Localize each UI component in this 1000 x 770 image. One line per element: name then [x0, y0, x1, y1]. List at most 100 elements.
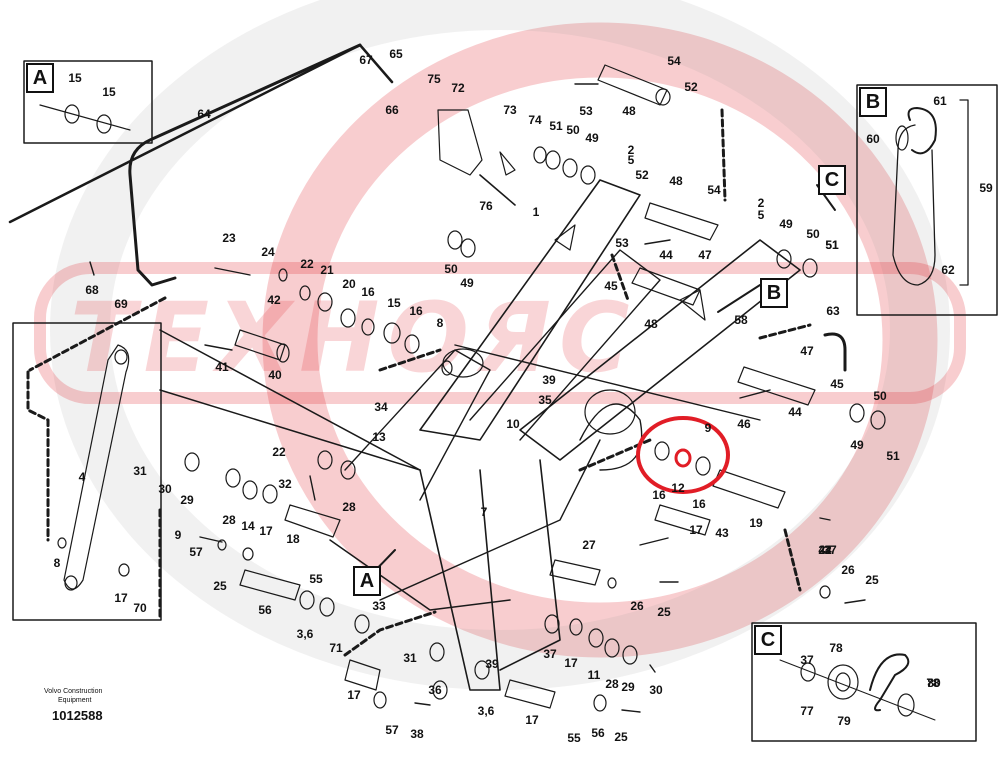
- part-label: 24: [818, 543, 832, 557]
- part-label: 1: [532, 205, 540, 219]
- part-label: 5: [757, 208, 765, 222]
- part-label: 53: [579, 104, 593, 118]
- rod-64: [128, 43, 362, 287]
- part-label: 37: [823, 543, 837, 557]
- part-label: 21: [320, 263, 334, 277]
- part-label: 4: [78, 470, 86, 484]
- part-label: 45: [830, 377, 844, 391]
- part-label: 78: [926, 676, 940, 690]
- pin-19: [712, 469, 786, 509]
- part-label: 8: [53, 556, 61, 570]
- boom-arm-rear: [519, 239, 801, 461]
- part-label: 49: [850, 438, 864, 452]
- part-label: 26: [630, 599, 644, 613]
- highlight-ring: [636, 416, 730, 494]
- pin-27: [549, 559, 601, 586]
- pin-43: [654, 504, 711, 536]
- part-label: 55: [309, 572, 323, 586]
- part-label: 51: [825, 238, 839, 252]
- part-label: 74: [528, 113, 542, 127]
- part-label: 60: [866, 132, 880, 146]
- part-label: 15: [102, 85, 116, 99]
- part-label: 52: [635, 168, 649, 182]
- part-label: 41: [215, 360, 229, 374]
- part-label: 3,6: [296, 627, 314, 641]
- part-label: 25: [614, 730, 628, 744]
- part-label: 49: [585, 131, 599, 145]
- publisher-line-2: Equipment: [58, 697, 92, 704]
- part-label: 70: [133, 601, 147, 615]
- part-label: 51: [886, 449, 900, 463]
- part-label: 31: [403, 651, 417, 665]
- part-label: 34: [374, 400, 388, 414]
- part-label: 23: [222, 231, 236, 245]
- part-label: 7: [480, 505, 488, 519]
- detail-a-frame: [23, 60, 153, 144]
- part-label: 79: [837, 714, 851, 728]
- part-label: 22: [272, 445, 286, 459]
- part-label: 9: [704, 421, 712, 435]
- part-label: 69: [114, 297, 128, 311]
- part-label: 25: [865, 573, 879, 587]
- part-label: 76: [479, 199, 493, 213]
- part-label: 28: [342, 500, 356, 514]
- part-label: 57: [189, 545, 203, 559]
- part-label: 9: [174, 528, 182, 542]
- part-label: 49: [779, 217, 793, 231]
- part-label: 51: [825, 238, 839, 252]
- part-label: 56: [258, 603, 272, 617]
- part-label: 72: [451, 81, 465, 95]
- part-label: 17: [564, 656, 578, 670]
- part-label: 17: [259, 524, 273, 538]
- part-label: 24: [261, 245, 275, 259]
- part-label: 54: [707, 183, 721, 197]
- part-label: 50: [444, 262, 458, 276]
- part-label: 16: [652, 488, 666, 502]
- boom-arm-front: [419, 179, 641, 441]
- left-detail-frame: [12, 322, 162, 621]
- part-label: 48: [644, 317, 658, 331]
- part-label: 16: [692, 497, 706, 511]
- part-label: 43: [715, 526, 729, 540]
- pin-44-right: [737, 366, 816, 406]
- part-label: 75: [427, 72, 441, 86]
- washers: [57, 146, 886, 712]
- part-label: 44: [659, 248, 673, 262]
- part-label: 73: [503, 103, 517, 117]
- boom-leg-left: [419, 469, 501, 691]
- part-label: 66: [385, 103, 399, 117]
- part-label: 20: [342, 277, 356, 291]
- part-label: 61: [933, 94, 947, 108]
- part-label: 65: [389, 47, 403, 61]
- part-label: 39: [542, 373, 556, 387]
- part-label: 64: [197, 107, 211, 121]
- part-label: 22: [300, 257, 314, 271]
- part-label: 77: [800, 704, 814, 718]
- detail-c-letter: C: [754, 625, 782, 655]
- part-label: 45: [604, 279, 618, 293]
- part-label: 15: [387, 296, 401, 310]
- part-label: 78: [829, 641, 843, 655]
- detail-b-letter: B: [859, 87, 887, 117]
- part-label: 38: [410, 727, 424, 741]
- part-label: 49: [460, 276, 474, 290]
- part-label: 52: [684, 80, 698, 94]
- pin-48-mid: [644, 202, 719, 241]
- part-label: 30: [158, 482, 172, 496]
- part-label: 59: [979, 181, 993, 195]
- part-label: 2: [627, 143, 635, 157]
- part-label: 56: [591, 726, 605, 740]
- part-label: 50: [873, 389, 887, 403]
- part-label: 58: [734, 313, 748, 327]
- publisher-line-1: Volvo Construction: [44, 688, 103, 695]
- part-label: 47: [698, 248, 712, 262]
- part-label: 29: [621, 680, 635, 694]
- part-label: 54: [667, 54, 681, 68]
- part-label: 19: [749, 516, 763, 530]
- part-label: 55: [567, 731, 581, 745]
- part-label: 50: [806, 227, 820, 241]
- part-label: 8: [436, 316, 444, 330]
- part-label: 17: [347, 688, 361, 702]
- part-label: 2: [757, 196, 765, 210]
